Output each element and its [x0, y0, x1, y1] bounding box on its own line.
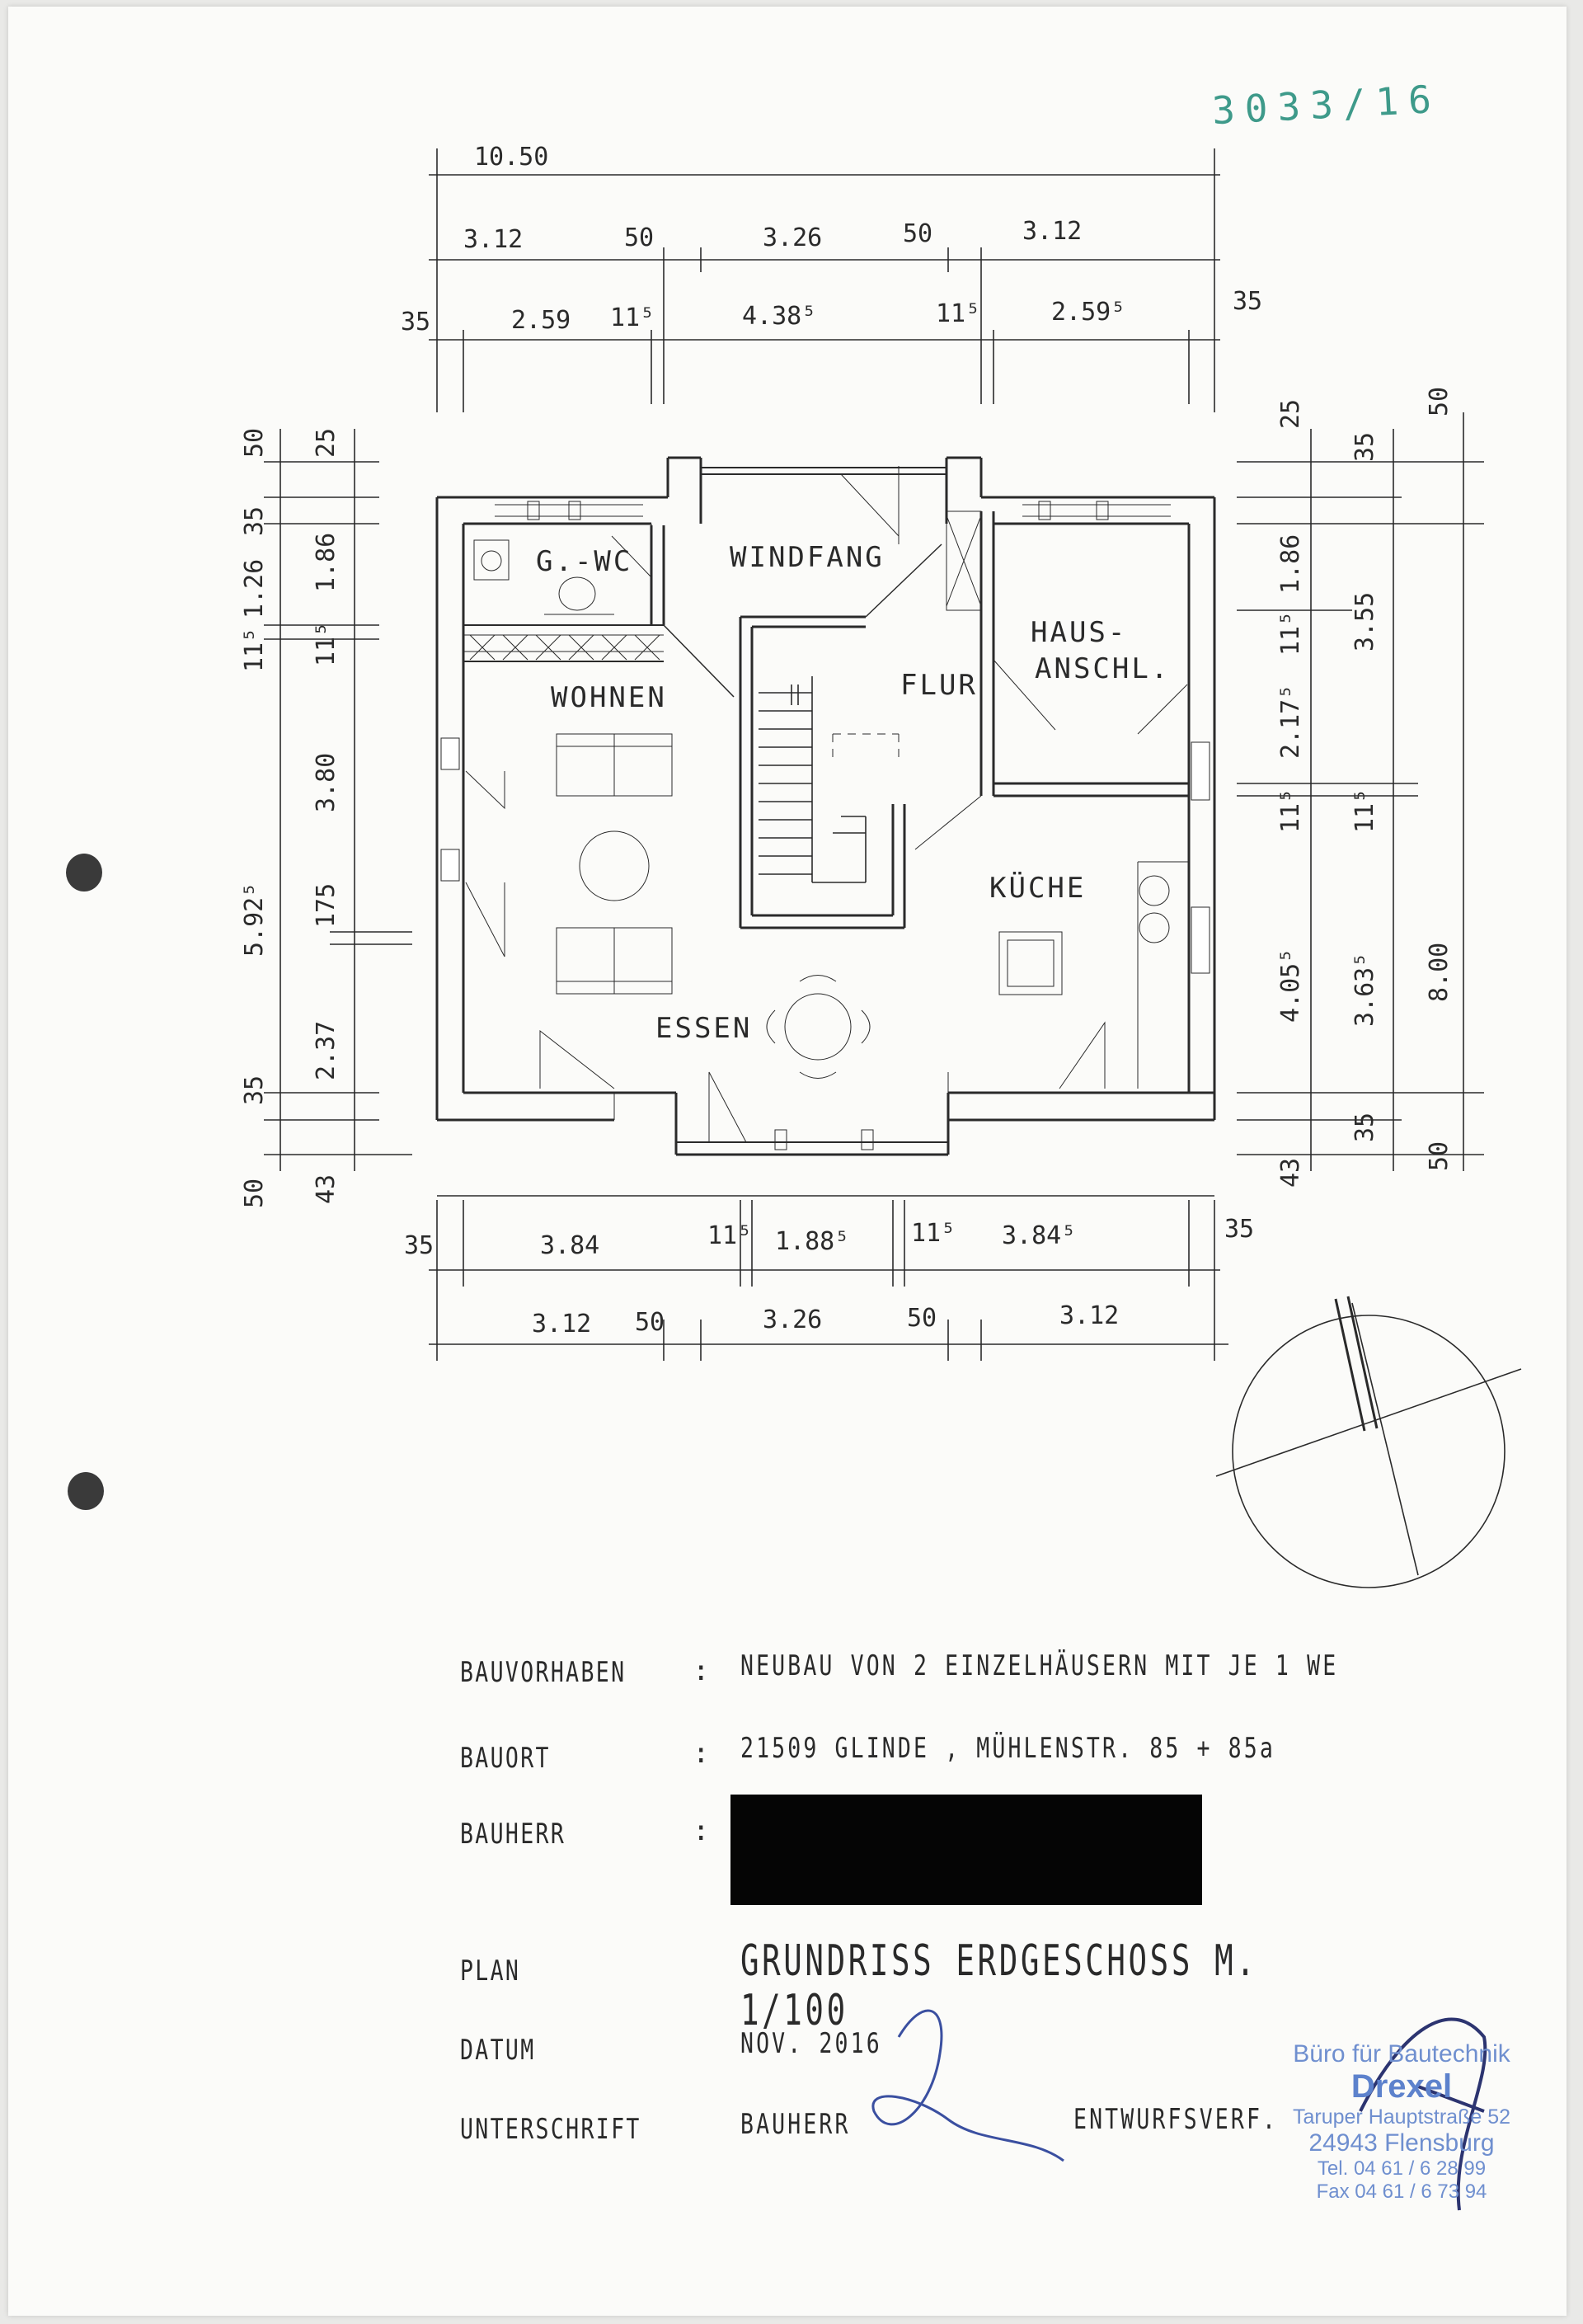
colon-3: :: [693, 1814, 710, 1847]
colon-1: :: [693, 1654, 710, 1687]
stamp-line-5: Tel. 04 61 / 6 28 99: [1317, 2157, 1487, 2180]
label-bauherr: BAUHERR: [460, 1818, 566, 1851]
dim-left-outer-3: 1.26: [240, 559, 269, 619]
dim-left-outer-7: 50: [240, 1178, 269, 1208]
stamp-line-1: Büro für Bautechnik: [1293, 2040, 1510, 2068]
dim-left-inner-6: 2.37: [312, 1021, 341, 1080]
dim-bottom-r1-4: 1.88⁵: [775, 1227, 849, 1256]
room-label-gwc: G.-WC: [536, 545, 632, 578]
value-bauherr-sign: BAUHERR: [740, 2108, 851, 2141]
dim-left-outer-4: 11⁵: [240, 628, 269, 672]
dim-top-r2-1: 3.12: [463, 225, 523, 254]
value-datum: NOV. 2016: [740, 2027, 882, 2060]
dim-top-r2-4: 50: [903, 219, 932, 248]
dim-right-middle-5: 35: [1350, 1113, 1379, 1142]
room-label-wohnen: WOHNEN: [551, 681, 667, 714]
dim-top-r3-5: 11⁵: [936, 299, 980, 328]
stamp-line-6: Fax 04 61 / 6 73 94: [1316, 2181, 1487, 2203]
dim-right-inner-2: 1.86: [1276, 534, 1305, 594]
dim-top-r2-3: 3.26: [763, 223, 822, 252]
stamp-line-4: 24943 Flensburg: [1308, 2129, 1495, 2157]
dim-left-inner-5: 175: [312, 883, 341, 928]
dim-top-r2-2: 50: [624, 223, 654, 252]
dim-top-r3-4: 4.38⁵: [742, 302, 816, 331]
dim-right-middle-4: 3.63⁵: [1350, 953, 1379, 1027]
stamp-line-2: Drexel: [1350, 2068, 1453, 2105]
dim-bottom-r2-3: 3.26: [763, 1305, 822, 1334]
dim-right-middle-2: 3.55: [1350, 592, 1379, 652]
dim-bottom-r2-2: 50: [635, 1308, 665, 1337]
dim-left-outer-6: 35: [240, 1075, 269, 1105]
dim-left-outer-2: 35: [240, 506, 269, 536]
dim-left-inner-2: 1.86: [312, 533, 341, 592]
dim-right-middle-1: 35: [1350, 432, 1379, 462]
dim-top-r3-7: 35: [1233, 287, 1262, 316]
value-entwurfsverf: ENTWURFSVERF.: [1073, 2103, 1279, 2136]
office-stamp: Büro für Bautechnik Drexel Taruper Haupt…: [1266, 2040, 1538, 2204]
label-unterschrift: UNTERSCHRIFT: [460, 2113, 641, 2146]
dim-top-r3-2: 2.59: [511, 306, 571, 335]
dim-bottom-r1-7: 35: [1224, 1215, 1254, 1244]
label-datum: DATUM: [460, 2034, 536, 2067]
value-plan: GRUNDRISS ERDGESCHOSS M. 1/100: [740, 1936, 1258, 2035]
dim-bottom-r2-1: 3.12: [532, 1310, 591, 1338]
dim-right-outer-1: 50: [1425, 387, 1454, 416]
punch-hole-lower: [68, 1472, 104, 1510]
label-plan: PLAN: [460, 1955, 521, 1988]
dim-bottom-r1-1: 35: [404, 1231, 434, 1260]
stamp-line-3: Taruper Hauptstraße 52: [1292, 2105, 1511, 2129]
dim-right-inner-3: 11⁵: [1276, 611, 1305, 656]
dim-right-inner-4: 2.17⁵: [1276, 684, 1305, 759]
dim-left-outer-1: 50: [240, 428, 269, 458]
signature-bauherr: [871, 2009, 1064, 2162]
dim-bottom-r1-5: 11⁵: [911, 1219, 956, 1248]
redacted-bauherr: [730, 1795, 1202, 1905]
dim-right-outer-3: 50: [1425, 1141, 1454, 1171]
room-label-haus-2: ANSCHL.: [1035, 652, 1170, 685]
dim-top-r3-1: 35: [401, 308, 430, 336]
dim-right-inner-5: 11⁵: [1276, 788, 1305, 833]
dim-left-inner-7: 43: [312, 1174, 341, 1204]
room-label-haus-1: HAUS-: [1031, 616, 1127, 649]
dim-right-middle-3: 11⁵: [1350, 788, 1379, 833]
room-label-kueche: KÜCHE: [989, 871, 1086, 905]
room-label-windfang: WINDFANG: [730, 541, 885, 574]
dim-left-inner-3: 11⁵: [312, 622, 341, 666]
plan-sheet: [8, 7, 1567, 2316]
dim-right-inner-1: 25: [1276, 399, 1305, 429]
colon-2: :: [693, 1737, 710, 1770]
signature-entwurf: [1359, 2017, 1487, 2211]
dim-top-overall: 10.50: [474, 143, 548, 172]
dim-top-r3-3: 11⁵: [610, 303, 655, 332]
dim-bottom-r1-6: 3.84⁵: [1002, 1221, 1076, 1250]
dim-left-inner-1: 25: [312, 428, 341, 458]
room-label-flur: FLUR: [900, 669, 978, 702]
label-bauort: BAUORT: [460, 1742, 551, 1775]
room-label-essen: ESSEN: [655, 1012, 752, 1045]
dim-left-outer-5: 5.92⁵: [240, 882, 269, 957]
punch-hole-upper: [66, 854, 102, 891]
dim-right-outer-2: 8.00: [1425, 943, 1454, 1002]
dim-top-r3-6: 2.59⁵: [1051, 298, 1125, 327]
dim-right-inner-6: 4.05⁵: [1276, 948, 1305, 1023]
dim-bottom-r1-2: 3.84: [540, 1231, 599, 1260]
value-bauort: 21509 GLINDE , MÜHLENSTR. 85 + 85a: [740, 1732, 1275, 1765]
dim-bottom-r1-3: 11⁵: [707, 1221, 752, 1250]
dim-left-inner-4: 3.80: [312, 753, 341, 812]
dim-right-inner-7: 43: [1276, 1158, 1305, 1188]
value-bauvorhaben: NEUBAU VON 2 EINZELHÄUSERN MIT JE 1 WE: [740, 1649, 1339, 1682]
dim-top-r2-5: 3.12: [1022, 217, 1082, 246]
label-bauvorhaben: BAUVORHABEN: [460, 1656, 627, 1689]
dim-bottom-r2-4: 50: [907, 1304, 937, 1333]
dim-bottom-r2-5: 3.12: [1059, 1301, 1119, 1330]
